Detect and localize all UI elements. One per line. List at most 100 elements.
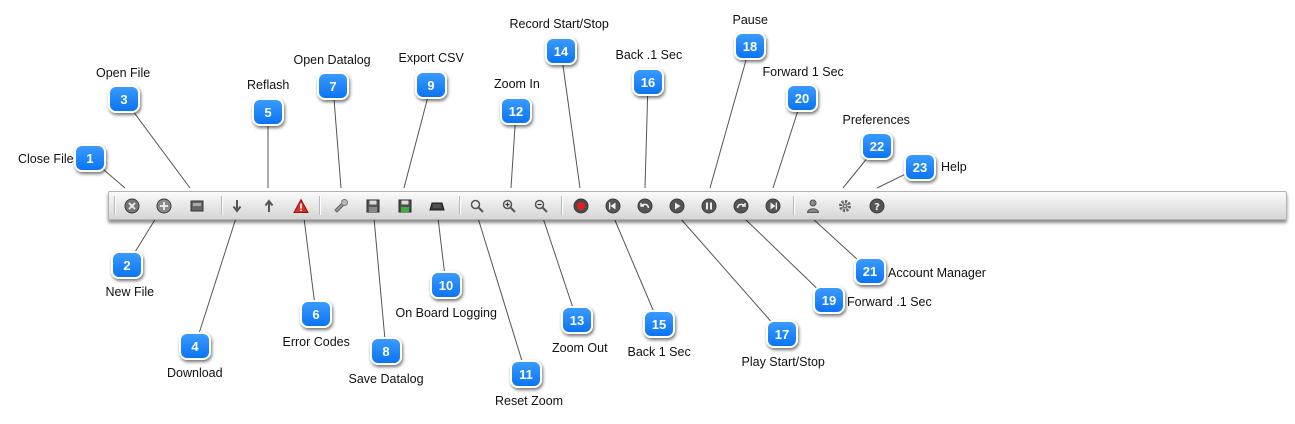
close-file-icon — [124, 198, 140, 214]
toolbar-button-7[interactable] — [331, 196, 351, 216]
toolbar-button-15[interactable] — [603, 196, 623, 216]
toolbar-separator — [221, 196, 223, 215]
callout-label-5: Reflash — [247, 78, 290, 92]
toolbar-separator — [114, 196, 116, 215]
callout-badge-9: 9 — [415, 71, 447, 99]
leader-line-9 — [403, 84, 432, 189]
callout-label-14: Record Start/Stop — [509, 17, 609, 31]
callout-badge-1: 1 — [74, 144, 106, 172]
toolbar-button-13[interactable] — [531, 196, 551, 216]
toolbar-button-4[interactable] — [227, 196, 247, 216]
toolbar-button-11[interactable] — [467, 196, 487, 216]
forward-1-sec-icon — [765, 198, 781, 214]
callout-label-2: New File — [105, 285, 155, 299]
toolbar-separator — [793, 196, 795, 215]
callout-label-22: Preferences — [842, 113, 910, 127]
toolbar-button-16[interactable] — [635, 196, 655, 216]
callout-badge-14: 14 — [545, 37, 577, 65]
warning-icon — [293, 198, 309, 214]
callout-badge-17: 17 — [766, 320, 798, 348]
leader-line-17 — [679, 217, 783, 335]
leader-line-4 — [194, 217, 237, 347]
svg-text:?: ? — [874, 202, 880, 213]
callout-badge-2: 2 — [111, 251, 143, 279]
callout-label-11: Reset Zoom — [495, 394, 564, 408]
toolbar-button-22[interactable] — [835, 196, 855, 216]
callout-label-3: Open File — [96, 66, 151, 80]
toolbar-button-5[interactable] — [259, 196, 279, 216]
callout-label-4: Download — [167, 366, 223, 380]
toolbar-button-23[interactable]: ? — [867, 196, 887, 216]
callout-label-16: Back .1 Sec — [615, 48, 683, 62]
export-csv-icon — [397, 198, 413, 214]
callout-badge-5: 5 — [252, 98, 284, 126]
callout-badge-4: 4 — [179, 332, 211, 360]
toolbar-separator — [561, 196, 563, 215]
callout-label-19: Forward .1 Sec — [847, 295, 932, 309]
toolbar-button-19[interactable] — [731, 196, 751, 216]
callout-label-6: Error Codes — [282, 335, 350, 349]
callout-label-10: On Board Logging — [395, 306, 497, 320]
callout-badge-11: 11 — [510, 360, 542, 388]
open-file-icon — [189, 198, 205, 214]
toolbar-button-14[interactable] — [571, 196, 591, 216]
callout-badge-18: 18 — [734, 32, 766, 60]
leader-line-16 — [644, 81, 649, 189]
toolbar-button-17[interactable] — [667, 196, 687, 216]
zoom-out-icon — [533, 198, 549, 214]
callout-badge-6: 6 — [300, 300, 332, 328]
leader-line-18 — [709, 45, 751, 189]
open-datalog-icon — [333, 198, 349, 214]
callout-label-20: Forward 1 Sec — [762, 65, 844, 79]
callout-badge-19: 19 — [813, 286, 845, 314]
toolbar-separator — [319, 196, 321, 215]
callout-badge-16: 16 — [632, 68, 664, 96]
callout-badge-10: 10 — [430, 271, 462, 299]
toolbar-button-2[interactable] — [154, 196, 174, 216]
callout-badge-23: 23 — [904, 153, 936, 181]
callout-badge-20: 20 — [786, 84, 818, 112]
toolbar-button-9[interactable] — [395, 196, 415, 216]
reflash-arrow-icon — [261, 198, 277, 214]
callout-label-21: Account Manager — [888, 266, 986, 280]
callout-label-13: Zoom Out — [552, 341, 608, 355]
toolbar-separator — [459, 196, 461, 215]
toolbar-button-18[interactable] — [699, 196, 719, 216]
leader-line-11 — [477, 217, 527, 375]
callout-badge-7: 7 — [317, 72, 349, 100]
toolbar-button-21[interactable] — [803, 196, 823, 216]
back-1-sec-icon — [605, 198, 621, 214]
toolbar-button-10[interactable] — [427, 196, 447, 216]
callout-label-1: Close File — [18, 152, 74, 166]
callout-label-18: Pause — [732, 13, 768, 27]
reset-zoom-icon — [469, 198, 485, 214]
toolbar-button-8[interactable] — [363, 196, 383, 216]
callout-badge-3: 3 — [108, 85, 140, 113]
callout-label-17: Play Start/Stop — [741, 355, 825, 369]
account-manager-icon — [805, 198, 821, 214]
callout-badge-21: 21 — [854, 257, 886, 285]
callout-badge-8: 8 — [370, 337, 402, 365]
toolbar-button-1[interactable] — [122, 196, 142, 216]
help-icon: ? — [869, 198, 885, 214]
toolbar-button-6[interactable] — [291, 196, 311, 216]
leader-line-13 — [542, 217, 578, 321]
play-icon — [669, 198, 685, 214]
toolbar-button-20[interactable] — [763, 196, 783, 216]
callout-badge-22: 22 — [861, 132, 893, 160]
leader-line-7 — [332, 85, 342, 189]
back-01-sec-icon — [637, 198, 653, 214]
gear-icon — [837, 198, 853, 214]
on-board-logging-icon — [429, 198, 445, 214]
callout-label-9: Export CSV — [398, 51, 464, 65]
leader-line-15 — [613, 217, 660, 325]
record-icon — [573, 198, 589, 214]
new-file-icon — [156, 198, 172, 214]
toolbar: ? — [108, 191, 1287, 220]
toolbar-button-3[interactable] — [187, 196, 207, 216]
callout-label-8: Save Datalog — [348, 372, 424, 386]
callout-label-15: Back 1 Sec — [627, 345, 691, 359]
callout-badge-12: 12 — [500, 97, 532, 125]
toolbar-button-12[interactable] — [499, 196, 519, 216]
